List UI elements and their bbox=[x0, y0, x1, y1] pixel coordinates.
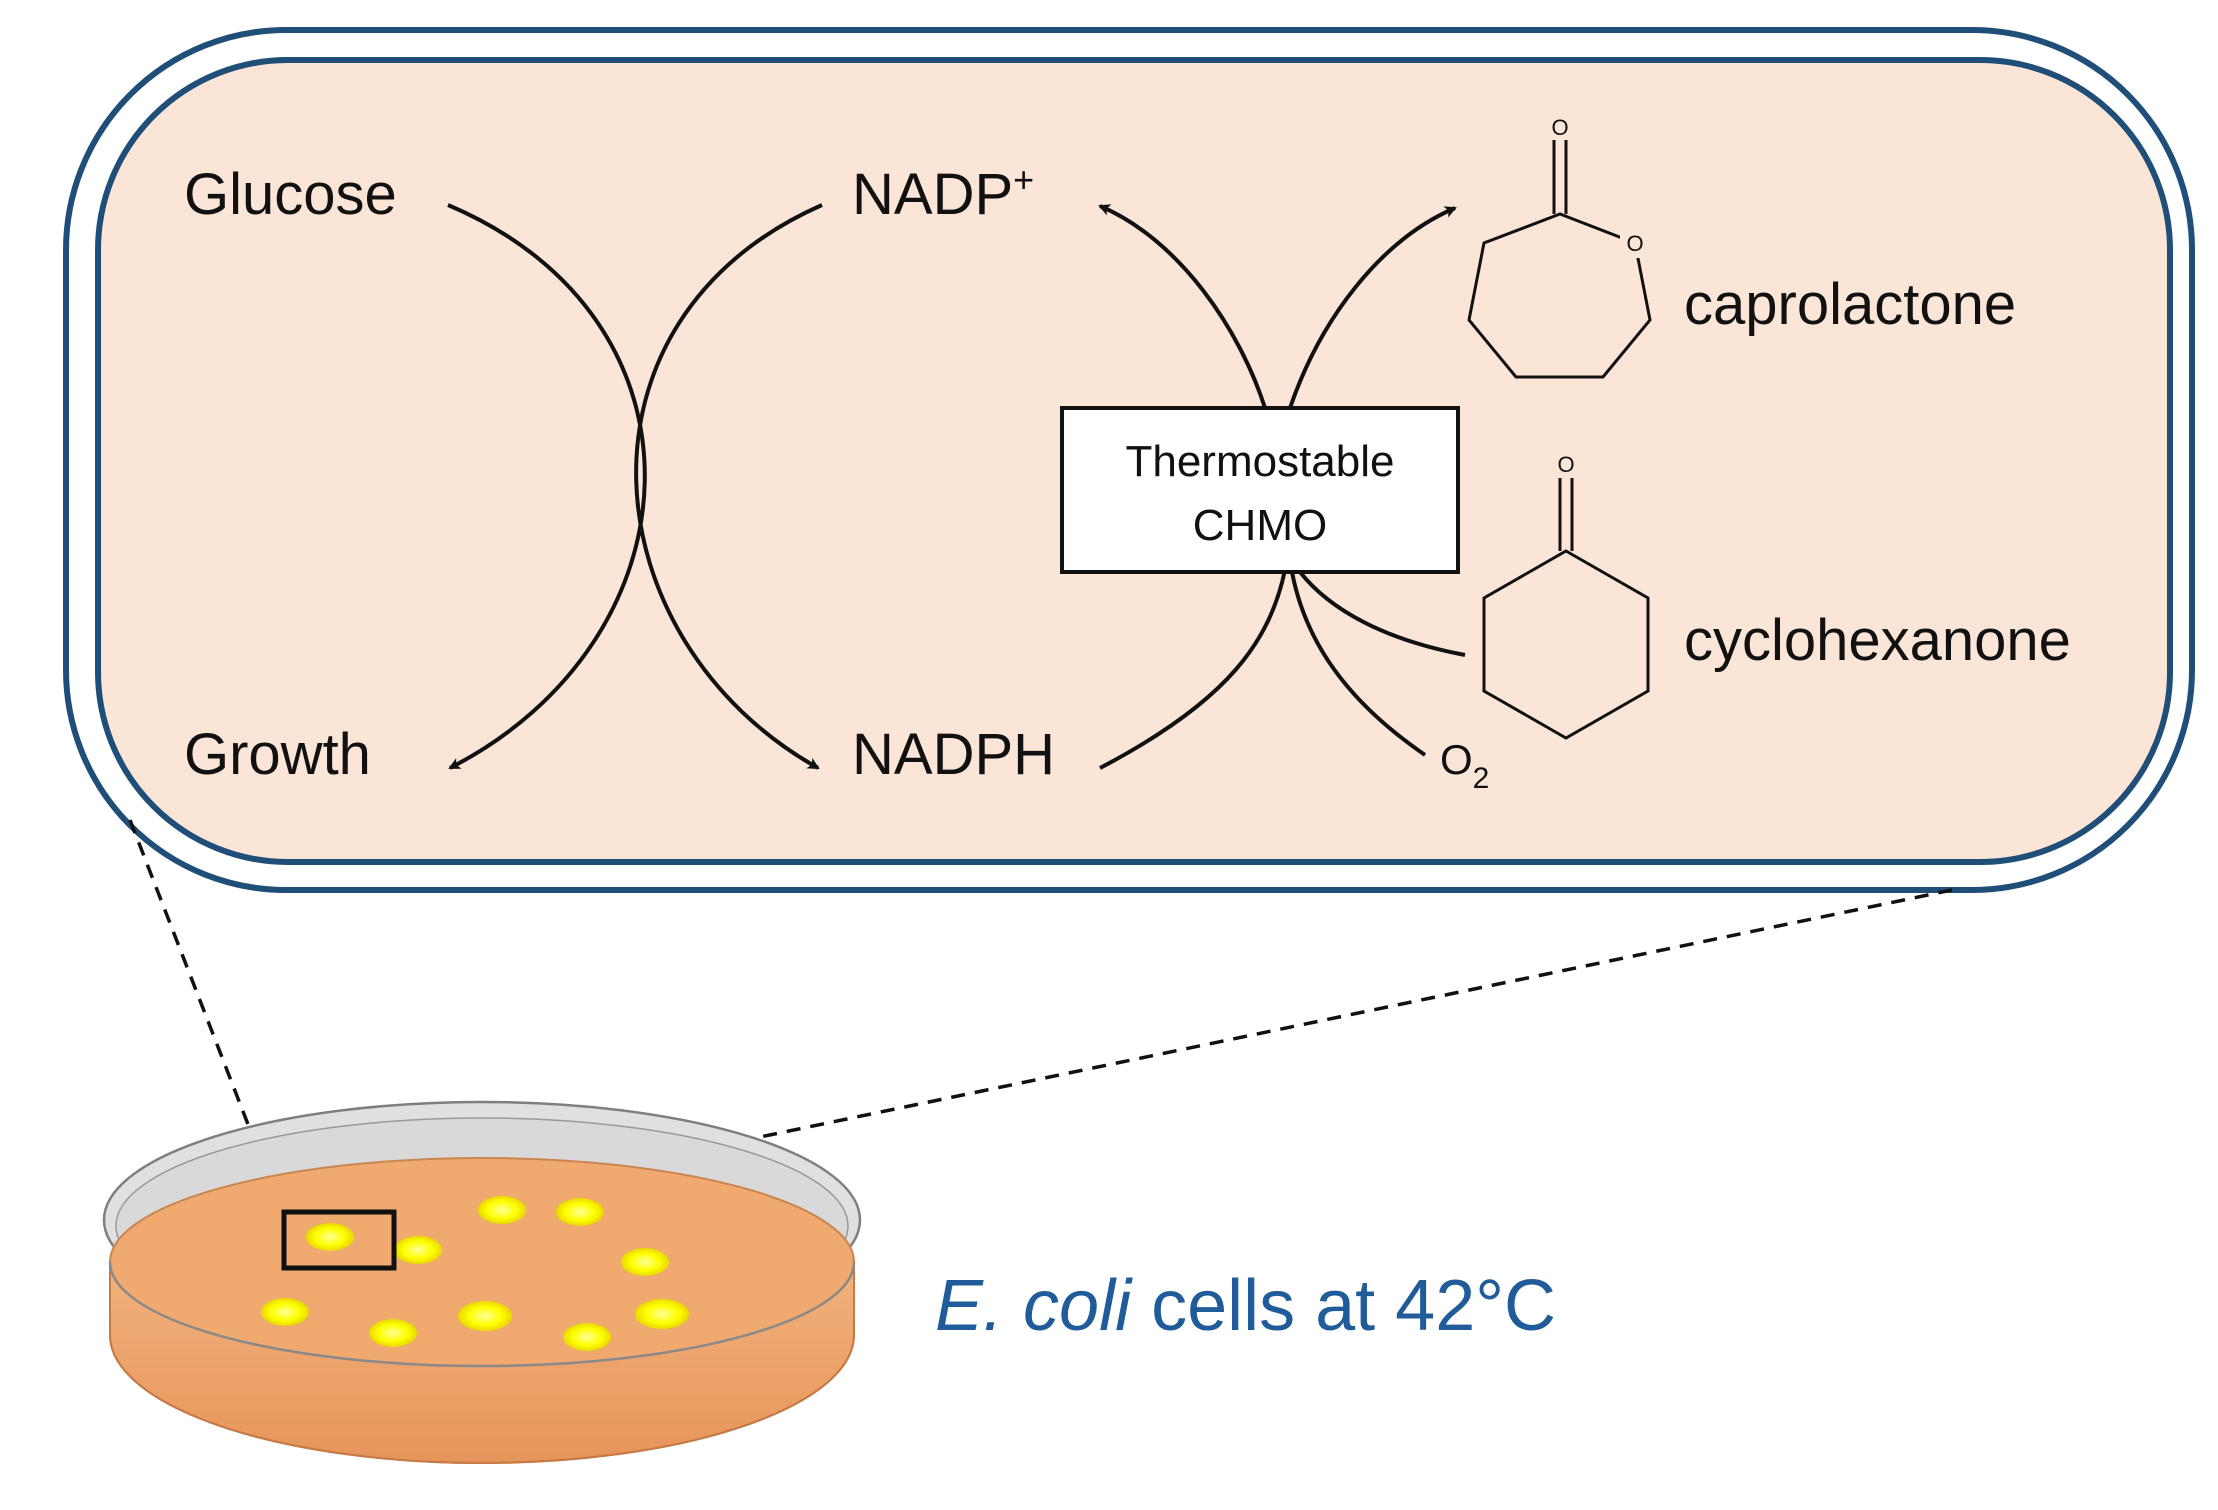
glucose-to-growth-arrow bbox=[447, 203, 647, 770]
cyclohexanone-label: cyclohexanone bbox=[1684, 608, 2071, 673]
colony bbox=[635, 1299, 689, 1329]
growth-label: Growth bbox=[184, 722, 371, 787]
nadp-plus-text: NADP bbox=[852, 162, 1013, 227]
dish-base-bottom-edge bbox=[109, 1334, 855, 1464]
o2-to-enzyme-arc bbox=[1290, 571, 1427, 757]
caprolactone-label: caprolactone bbox=[1684, 272, 2016, 337]
enzyme-to-nadp-arrow bbox=[1098, 204, 1267, 409]
agar-surface bbox=[109, 1157, 855, 1367]
colony bbox=[458, 1301, 512, 1331]
colony bbox=[563, 1323, 611, 1351]
petri-dish bbox=[102, 1100, 862, 1464]
o2-text: O bbox=[1440, 736, 1473, 783]
colony bbox=[394, 1236, 442, 1264]
nadp-plus-label: NADP+ bbox=[852, 159, 1034, 227]
plate-caption: E. coli cells at 42°C bbox=[935, 1266, 1556, 1346]
nadp-plus-superscript: + bbox=[1013, 159, 1034, 200]
nadp-to-nadph-arrow bbox=[634, 203, 823, 770]
caprolactone-carbonyl-oxygen: O bbox=[1551, 115, 1568, 140]
dish-rim-front bbox=[108, 1261, 856, 1368]
o2-label: O2 bbox=[1440, 736, 1489, 795]
nadph-to-enzyme-arc bbox=[1099, 569, 1287, 770]
zoom-selection-box bbox=[281, 1209, 397, 1271]
colony bbox=[556, 1198, 604, 1226]
colony bbox=[478, 1196, 526, 1224]
cyclohexanone-structure bbox=[1482, 478, 1650, 740]
cyclohexanone-carbonyl-oxygen: O bbox=[1557, 452, 1574, 477]
glucose-label: Glucose bbox=[184, 162, 397, 227]
enzyme-to-caprolactone-arrow bbox=[1288, 206, 1457, 409]
enzyme-label-line1: Thermostable bbox=[1125, 437, 1394, 486]
colony bbox=[306, 1223, 354, 1251]
nadph-label: NADPH bbox=[852, 722, 1055, 787]
enzyme-box bbox=[1060, 406, 1460, 574]
cyclohexanone-ring bbox=[1482, 549, 1650, 740]
colony bbox=[621, 1248, 669, 1276]
o2-subscript: 2 bbox=[1473, 762, 1490, 795]
caption-species: E. coli bbox=[935, 1266, 1133, 1346]
caption-rest: cells at 42°C bbox=[1131, 1266, 1556, 1346]
colony bbox=[369, 1319, 417, 1347]
colony bbox=[427, 1249, 429, 1251]
caprolactone-ring-oxygen-gap bbox=[1620, 228, 1650, 258]
enzyme-label-line2: CHMO bbox=[1193, 501, 1327, 550]
caprolactone-ring-oxygen: O bbox=[1626, 231, 1643, 256]
cyclohexanone-to-enzyme-arc bbox=[1298, 570, 1466, 657]
colony bbox=[261, 1298, 309, 1326]
